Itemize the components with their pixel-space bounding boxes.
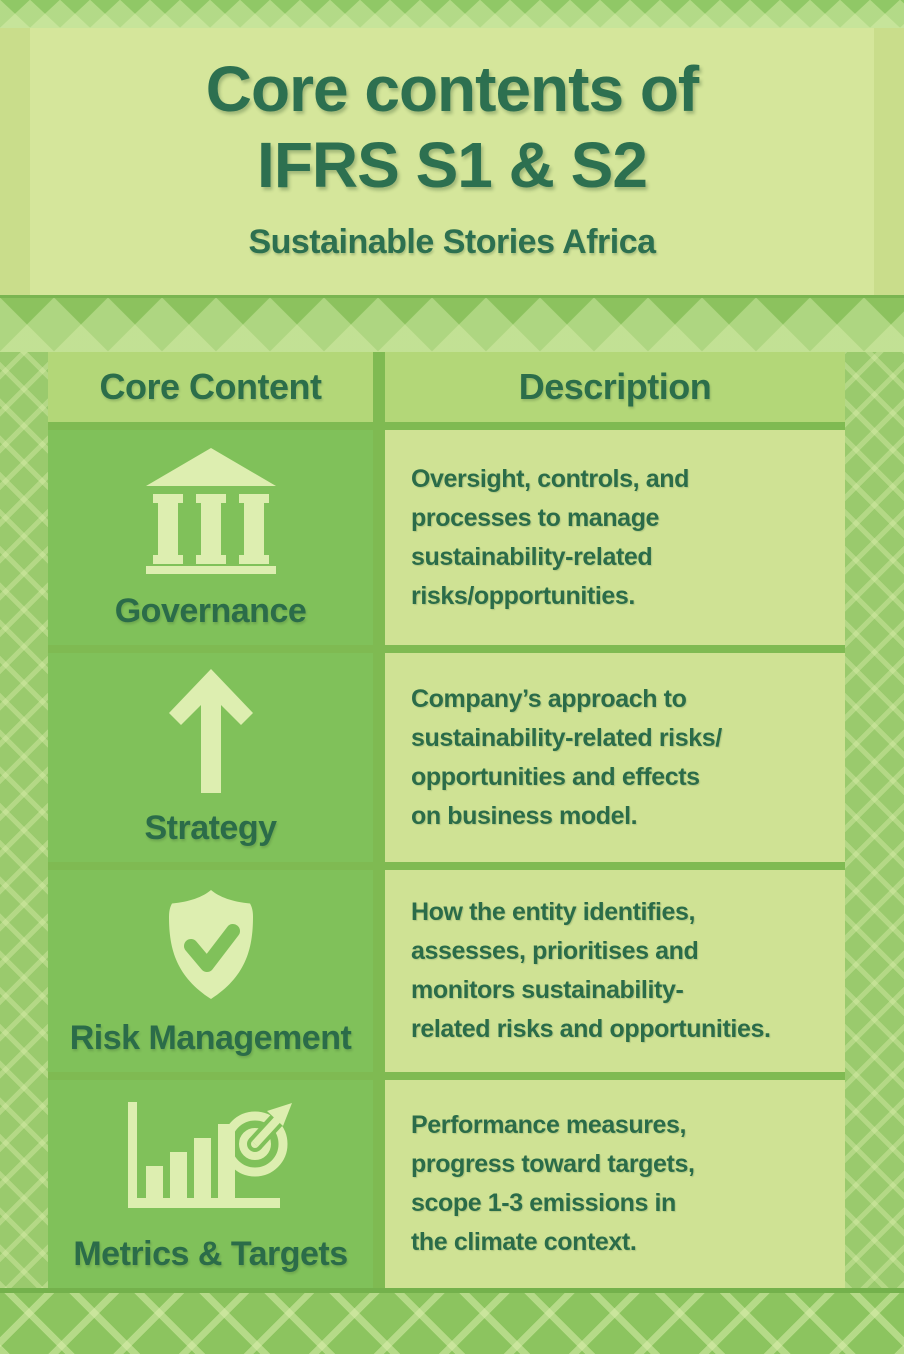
row-label-strategy: Strategy <box>144 809 277 847</box>
table-row-risk-management-description-cell: How the entity identifies, assesses, pri… <box>385 870 845 1072</box>
page-subtitle: Sustainable Stories Africa <box>248 223 656 262</box>
arrow-up-icon <box>168 669 253 793</box>
description-text-strategy: Company’s approach to sustainability-rel… <box>411 684 722 830</box>
shield-check-icon <box>168 889 253 999</box>
table-row-risk-management-label-cell: Risk Management <box>48 870 373 1072</box>
right-tribal-pattern-strip <box>845 352 904 1288</box>
risk-management-icon-wrap <box>160 870 262 1019</box>
page-title: Core contents of IFRS S1 & S2 <box>205 53 699 201</box>
column-header-core-content: Core Content <box>48 352 373 422</box>
left-tribal-pattern-strip <box>0 352 48 1288</box>
row-label-risk-management: Risk Management <box>69 1019 352 1057</box>
metrics-targets-icon-wrap <box>127 1080 294 1235</box>
table-row-metrics-targets-label-cell: Metrics & Targets <box>48 1080 373 1288</box>
core-contents-table: Core Content Description G <box>0 352 904 1288</box>
row-label-metrics-targets: Metrics & Targets <box>73 1235 348 1273</box>
mid-chevron-pattern-band <box>0 295 904 352</box>
masthead-panel: Core contents of IFRS S1 & S2 Sustainabl… <box>30 28 874 295</box>
description-text-governance: Oversight, controls, and processes to ma… <box>411 464 689 610</box>
masthead: Core contents of IFRS S1 & S2 Sustainabl… <box>0 28 904 295</box>
table-row-strategy-label-cell: Strategy <box>48 653 373 862</box>
governance-icon-wrap <box>144 430 278 592</box>
table-row-strategy-description-cell: Company’s approach to sustainability-rel… <box>385 653 845 862</box>
bottom-diamond-pattern-band <box>0 1288 904 1354</box>
top-chevron-pattern-band <box>0 0 904 28</box>
description-text-risk-management: How the entity identifies, assesses, pri… <box>411 898 771 1043</box>
bank-icon <box>145 448 276 574</box>
description-text-metrics-targets: Performance measures, progress toward ta… <box>411 1111 695 1256</box>
table-row-governance-description-cell: Oversight, controls, and processes to ma… <box>385 430 845 645</box>
strategy-icon-wrap <box>168 653 253 809</box>
bar-chart-target-icon <box>127 1101 292 1208</box>
table-row-governance-label-cell: Governance <box>48 430 373 645</box>
table-row-metrics-targets-description-cell: Performance measures, progress toward ta… <box>385 1080 845 1288</box>
row-label-governance: Governance <box>114 592 307 630</box>
column-header-description: Description <box>385 352 845 422</box>
